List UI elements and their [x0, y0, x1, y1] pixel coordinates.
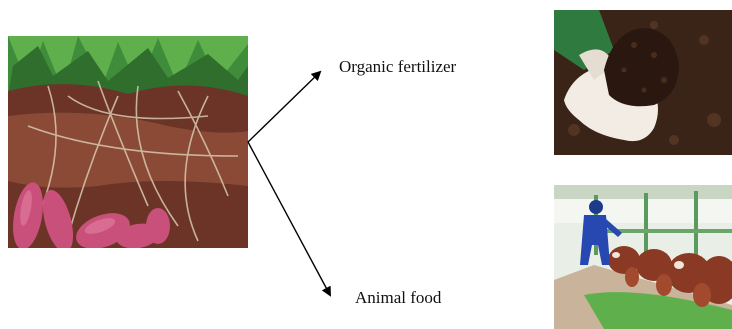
arrow-to-animal-food — [248, 142, 330, 295]
arrow-to-fertilizer — [248, 72, 320, 142]
label-animal-food: Animal food — [355, 288, 441, 308]
label-organic-fertilizer: Organic fertilizer — [339, 57, 456, 77]
